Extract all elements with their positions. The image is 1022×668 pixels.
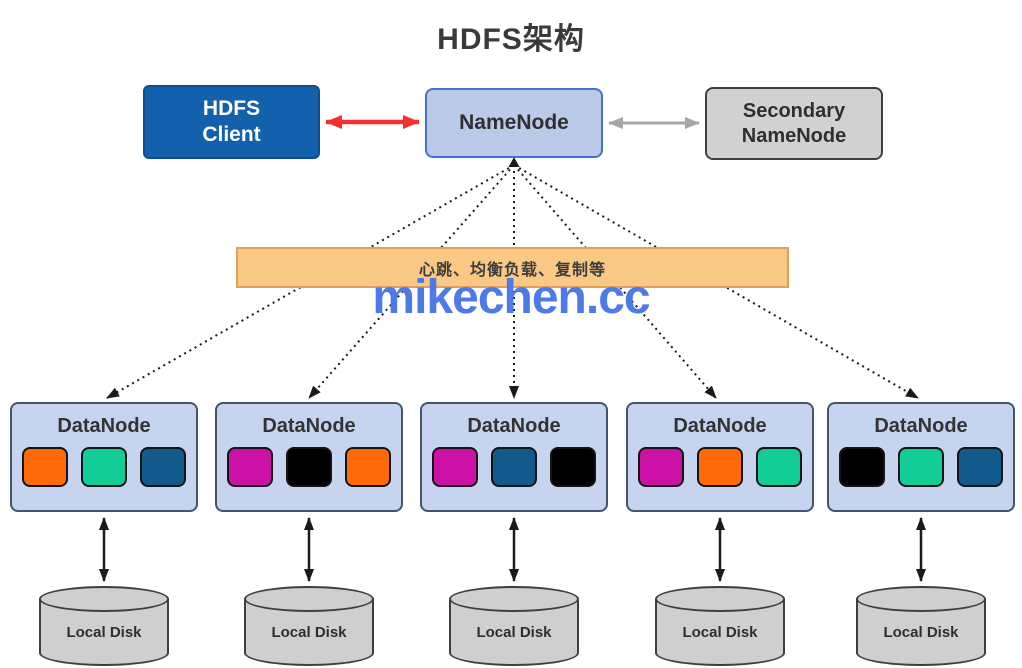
local-disk-1: Local Disk (39, 586, 169, 666)
secondary-label-line2: NameNode (741, 124, 847, 147)
disk-cylinder-top (655, 586, 785, 612)
datanode-4: DataNode (626, 402, 814, 512)
data-block (898, 447, 944, 487)
data-block (432, 447, 478, 487)
data-block (550, 447, 596, 487)
data-block (638, 447, 684, 487)
namenode-node: NameNode (425, 88, 603, 158)
disk-cylinder-top (856, 586, 986, 612)
datanode-3: DataNode (420, 402, 608, 512)
datanode-2-label: DataNode (262, 415, 356, 437)
local-disk-3: Local Disk (449, 586, 579, 666)
data-block (957, 447, 1003, 487)
data-block (286, 447, 332, 487)
data-block (22, 447, 68, 487)
disk-cylinder-top (244, 586, 374, 612)
local-disk-2: Local Disk (244, 586, 374, 666)
data-block (345, 447, 391, 487)
disk-cylinder-top (449, 586, 579, 612)
data-block (697, 447, 743, 487)
datanode-1-label: DataNode (57, 415, 151, 437)
diagram-title: HDFS架构 (437, 23, 585, 56)
datanode-3-label: DataNode (467, 415, 561, 437)
hdfs-client-label-line1: HDFS (202, 96, 261, 120)
datanode-2: DataNode (215, 402, 403, 512)
datanode-5-label: DataNode (874, 415, 968, 437)
data-block (839, 447, 885, 487)
datanode-5: DataNode (827, 402, 1015, 512)
datanode-2-blocks (217, 447, 401, 487)
secondary-namenode-node: Secondary NameNode (705, 87, 883, 160)
heartbeat-banner: 心跳、均衡负载、复制等 (236, 247, 789, 288)
secondary-label-line1: Secondary (742, 99, 846, 122)
local-disk-5-label: Local Disk (883, 624, 959, 641)
hdfs-client-node: HDFS Client (143, 85, 320, 159)
data-block (756, 447, 802, 487)
local-disk-4: Local Disk (655, 586, 785, 666)
local-disk-1-label: Local Disk (66, 624, 142, 641)
fan-origin-arrowhead (508, 157, 520, 167)
datanode-5-blocks (829, 447, 1013, 487)
data-block (227, 447, 273, 487)
datanode-1: DataNode (10, 402, 198, 512)
namenode-label: NameNode (459, 111, 569, 134)
datanode-1-blocks (12, 447, 196, 487)
local-disk-4-label: Local Disk (682, 624, 758, 641)
local-disk-2-label: Local Disk (271, 624, 347, 641)
hdfs-client-label-line2: Client (202, 123, 261, 146)
watermark-text: mikechen.cc (372, 271, 650, 324)
disk-cylinder-top (39, 586, 169, 612)
data-block (81, 447, 127, 487)
datanode-4-label: DataNode (673, 415, 767, 437)
namenode-datanode2-line (308, 164, 515, 399)
local-disk-3-label: Local Disk (476, 624, 552, 641)
data-block (491, 447, 537, 487)
data-block (140, 447, 186, 487)
datanode-3-blocks (422, 447, 606, 487)
local-disk-5: Local Disk (856, 586, 986, 666)
datanode-4-blocks (628, 447, 812, 487)
